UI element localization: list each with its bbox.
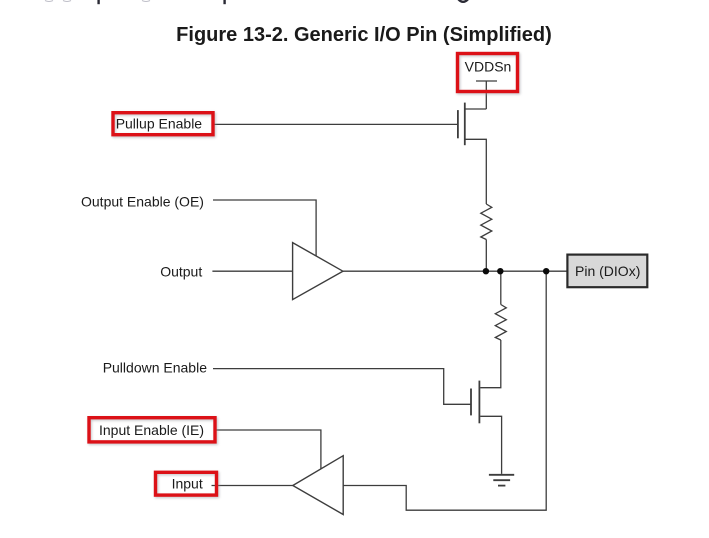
svg-text:Pin (DIOx): Pin (DIOx) (575, 263, 640, 279)
svg-text:Output: Output (160, 264, 202, 280)
svg-text:Output Enable (OE): Output Enable (OE) (81, 193, 204, 209)
svg-text:Input: Input (172, 476, 203, 492)
svg-text:Pullup Enable: Pullup Enable (116, 116, 203, 132)
svg-text:Input Enable (IE): Input Enable (IE) (99, 422, 204, 438)
svg-text:VDDSn: VDDSn (465, 59, 512, 75)
svg-text:Pulldown Enable: Pulldown Enable (103, 360, 208, 376)
svg-text:Figure 13-2. Generic I/O Pin (: Figure 13-2. Generic I/O Pin (Simplified… (176, 24, 552, 46)
